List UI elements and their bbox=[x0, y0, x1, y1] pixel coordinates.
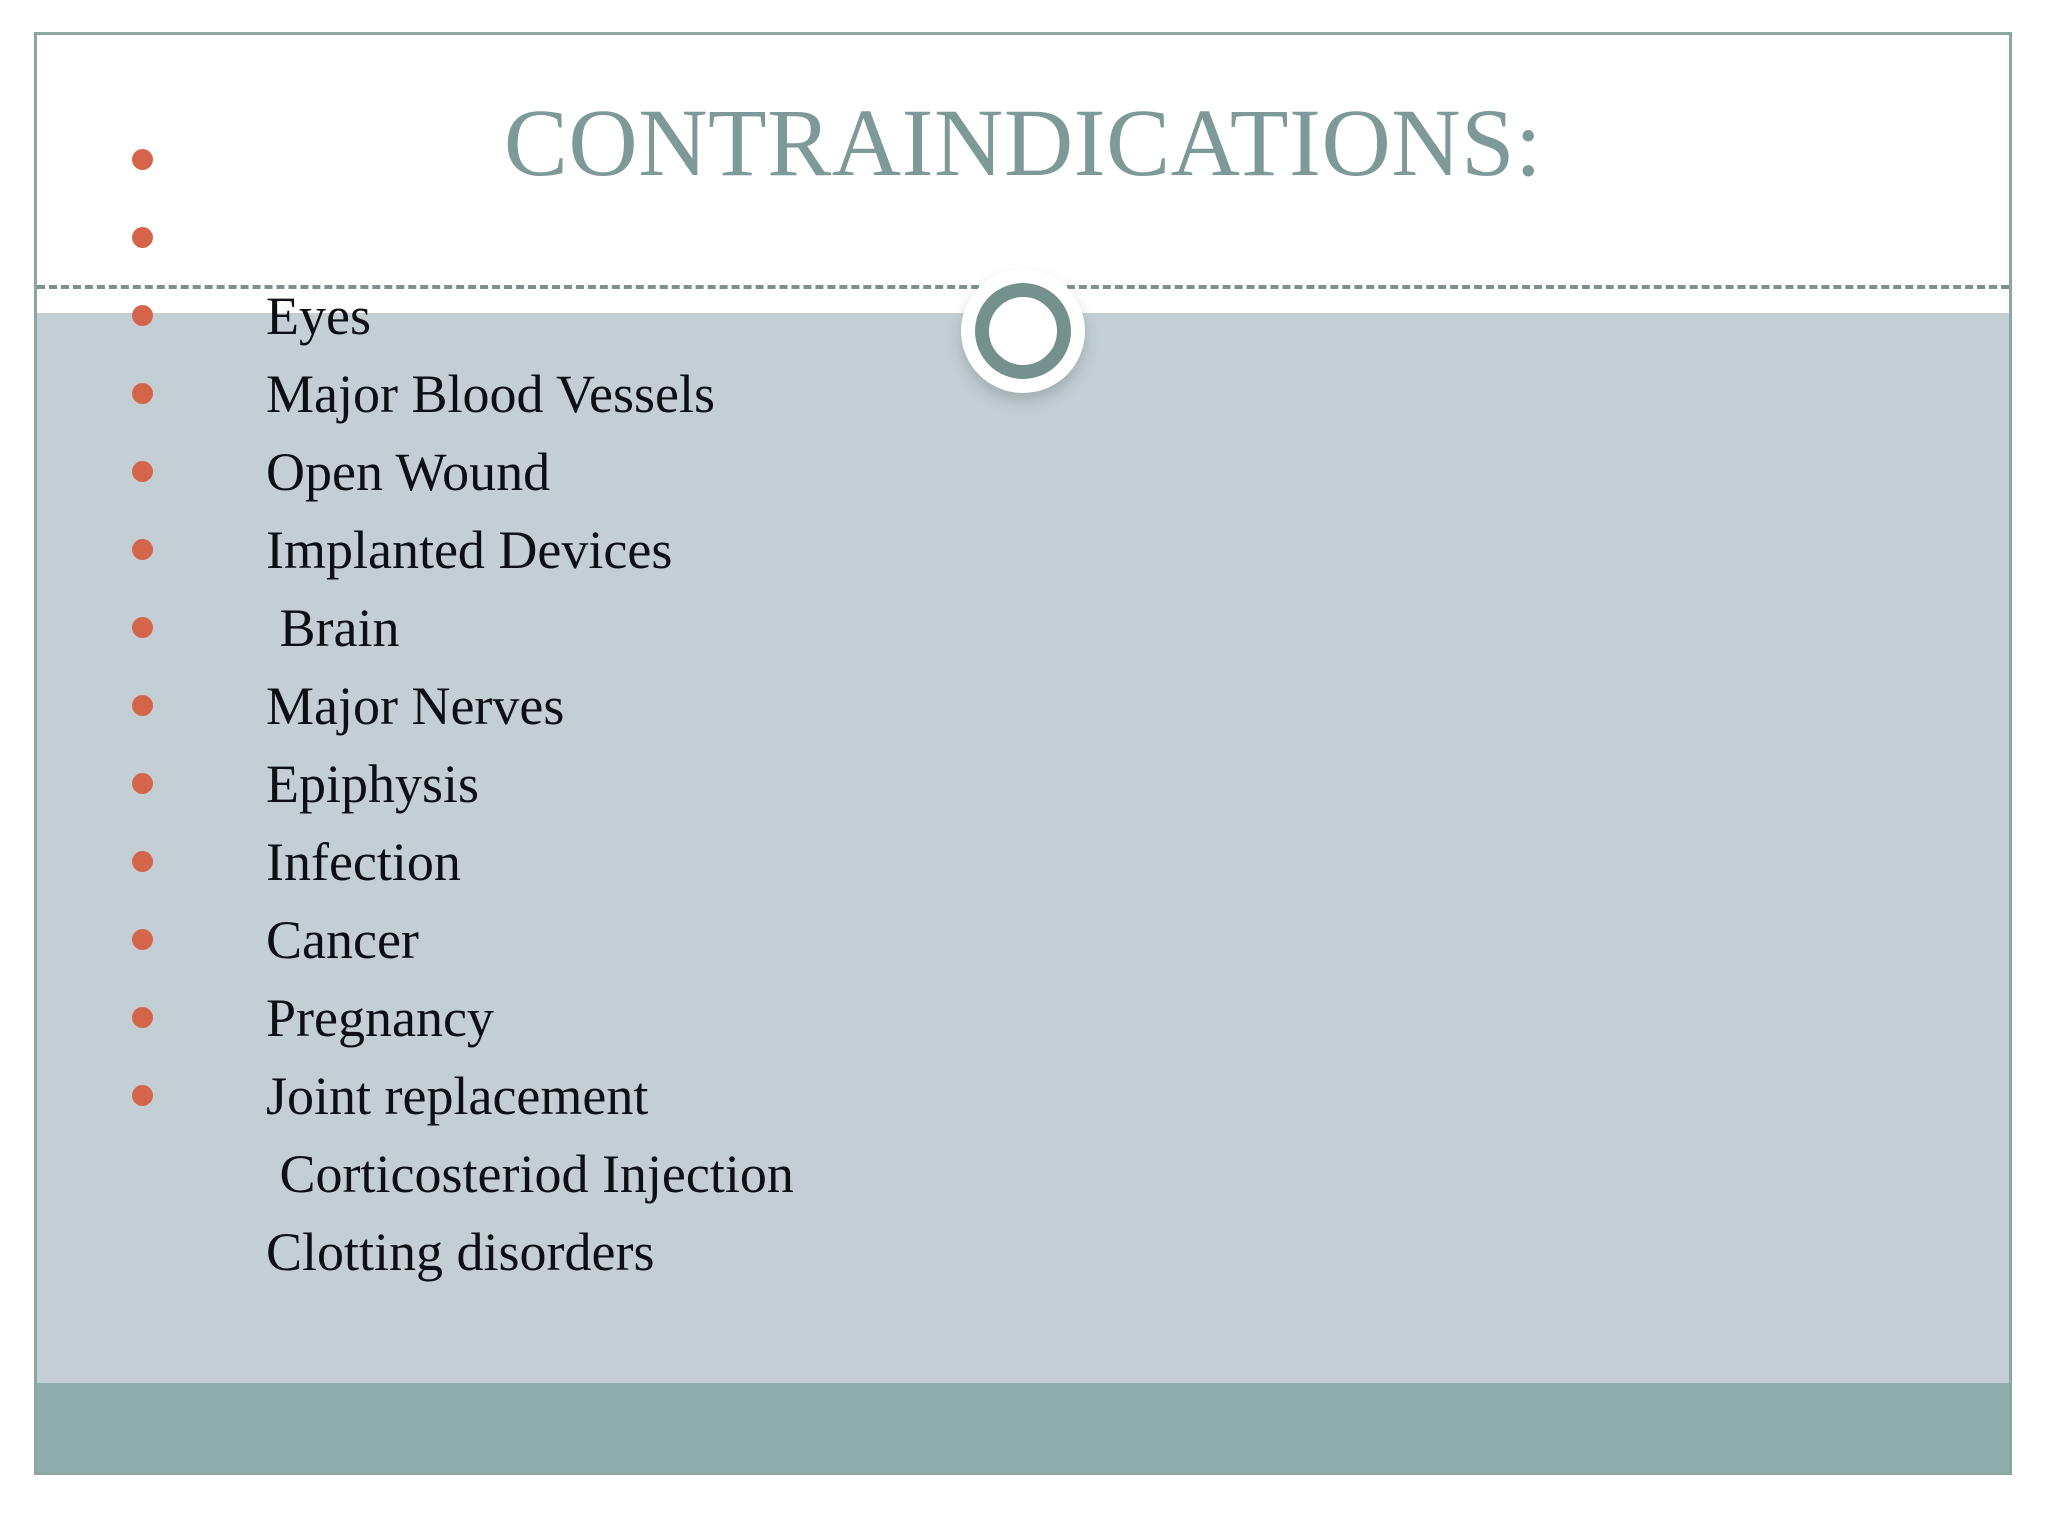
list-item-label: Brain bbox=[266, 598, 400, 658]
list-item: Open Wound bbox=[99, 277, 794, 502]
slide-canvas: CONTRAINDICATIONS: Eyes Major Blood Vess… bbox=[34, 32, 2012, 1475]
list-item-label: Major Blood Vessels bbox=[266, 364, 716, 424]
list-item-label: Clotting disorders bbox=[266, 1222, 655, 1282]
slide-header: CONTRAINDICATIONS: bbox=[37, 35, 2009, 313]
bullet-dot-icon bbox=[132, 773, 153, 794]
slide-body bbox=[37, 313, 2009, 1385]
ornament-inner-ring bbox=[975, 283, 1071, 379]
bullet-dot-icon bbox=[132, 1085, 153, 1106]
list-item: Brain bbox=[99, 433, 794, 658]
list-item: Corticosteriod Injection bbox=[99, 979, 794, 1204]
list-item: Eyes bbox=[99, 121, 794, 346]
bullet-dot-icon bbox=[132, 461, 153, 482]
list-item-label: Joint replacement bbox=[266, 1066, 649, 1126]
bullet-dot-icon bbox=[132, 227, 153, 248]
list-item-label: Cancer bbox=[266, 910, 419, 970]
list-item: Infection bbox=[99, 667, 794, 892]
list-item: Implanted Devices bbox=[99, 355, 794, 580]
list-item-label: Eyes bbox=[266, 286, 371, 346]
bullet-dot-icon bbox=[132, 539, 153, 560]
list-item-label: Pregnancy bbox=[266, 988, 494, 1048]
list-item: Clotting disorders bbox=[99, 1057, 794, 1282]
list-item: Major Nerves bbox=[99, 511, 794, 736]
bullet-dot-icon bbox=[132, 305, 153, 326]
list-item-label: Corticosteriod Injection bbox=[266, 1144, 794, 1204]
bullet-dot-icon bbox=[132, 929, 153, 950]
bullet-dot-icon bbox=[132, 617, 153, 638]
list-item: Pregnancy bbox=[99, 823, 794, 1048]
list-item: Major Blood Vessels bbox=[99, 199, 794, 424]
bullet-dot-icon bbox=[132, 149, 153, 170]
list-item: Epiphysis bbox=[99, 589, 794, 814]
bullet-dot-icon bbox=[132, 695, 153, 716]
list-item-label: Epiphysis bbox=[266, 754, 480, 814]
bullet-dot-icon bbox=[132, 383, 153, 404]
bullet-dot-icon bbox=[132, 1007, 153, 1028]
list-item-label: Open Wound bbox=[266, 442, 551, 502]
page-title: CONTRAINDICATIONS: bbox=[503, 89, 1543, 196]
slide-footer-bar bbox=[37, 1383, 2009, 1472]
list-item: Cancer bbox=[99, 745, 794, 970]
bullet-dot-icon bbox=[132, 851, 153, 872]
list-item-label: Infection bbox=[266, 832, 461, 892]
contraindications-list: Eyes Major Blood Vessels Open Wound Impl… bbox=[99, 121, 794, 1282]
list-item: Joint replacement bbox=[99, 901, 794, 1126]
list-item-label: Major Nerves bbox=[266, 676, 565, 736]
list-item-label: Implanted Devices bbox=[266, 520, 673, 580]
circle-ring-ornament-icon bbox=[961, 269, 1085, 393]
